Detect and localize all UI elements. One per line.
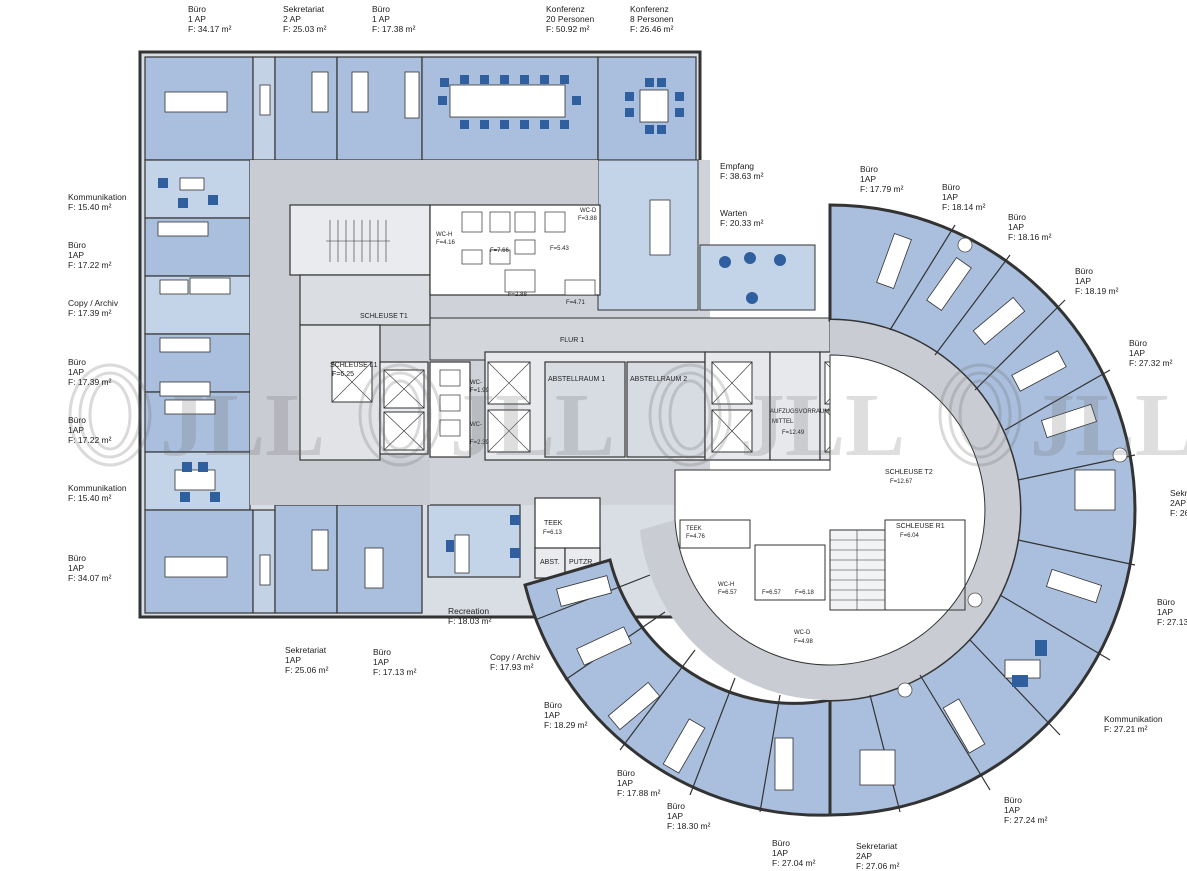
label-wc-l-b: WC- <box>470 422 482 428</box>
label-wc-d1-area: F=3.88 <box>578 216 598 222</box>
label-wc-h1-area: F=4.16 <box>436 240 456 246</box>
ring-dividers <box>534 224 1136 813</box>
desks-main <box>157 71 669 589</box>
label-wc-h2: WC-H <box>718 582 734 588</box>
label-schleuse-l1: SCHLEUSE L1 <box>330 362 378 369</box>
label-schleuse-t1: SCHLEUSE T1 <box>360 313 408 320</box>
chairs-ring <box>1012 640 1047 687</box>
label-wc-h1: WC-H <box>436 232 452 238</box>
bottom-office-row <box>252 504 521 614</box>
desks-ring <box>556 232 1116 791</box>
label-wc-area-c: F=2.88 <box>508 292 528 298</box>
label-teek-1-area: F=6.13 <box>543 530 563 536</box>
label-wc-l-a: WC- <box>470 380 482 386</box>
top-office-row <box>144 56 697 161</box>
reception-area <box>597 159 816 311</box>
label-schleuse-t2-area: F=12.67 <box>890 479 913 485</box>
ring-stairs <box>829 529 886 611</box>
label-wc-area-e: F=6.57 <box>762 590 782 596</box>
label-schleuse-r1-area: F=6.04 <box>900 533 920 539</box>
label-schleuse-l1-area: F=6.25 <box>332 371 354 378</box>
label-schleuse-t2: SCHLEUSE T2 <box>885 469 933 476</box>
label-teek-2-area: F=4.76 <box>686 534 706 540</box>
label-putzr: PUTZR <box>569 559 592 566</box>
label-abstellraum-1: ABSTELLRAUM 1 <box>548 376 605 383</box>
label-schleuse-r1: SCHLEUSE R1 <box>896 523 945 530</box>
columns <box>897 237 1128 698</box>
chairs-main <box>158 75 684 558</box>
label-flur-1: FLUR 1 <box>560 337 584 344</box>
label-aufzug: AUFZUGSVORRAUM <box>770 409 829 415</box>
label-wc-area-a: F=7.66 <box>490 248 510 254</box>
label-aufzug-area: F=12.49 <box>782 430 805 436</box>
inner-labels: SCHLEUSE T1 FLUR 1 ABSTELLRAUM 1 ABSTELL… <box>330 208 945 645</box>
label-wc-area-b: F=5.43 <box>550 246 570 252</box>
label-wc-l-area-b: F=2.39 <box>470 440 490 446</box>
label-wc-area-d: F=4.71 <box>566 300 586 306</box>
label-wc-d2-area: F=4.98 <box>794 639 814 645</box>
ring-core-rooms <box>679 519 966 611</box>
label-teek-1: TEEK <box>544 520 563 527</box>
label-wc-l-area-a: F=1.99 <box>470 388 490 394</box>
label-wc-h2-area: F=6.57 <box>718 590 738 596</box>
label-wc-area-f: F=6.18 <box>795 590 815 596</box>
label-abst: ABST. <box>540 559 560 566</box>
label-abstellraum-2: ABSTELLRAUM 2 <box>630 376 687 383</box>
label-aufzug-sub: MITTEL <box>772 419 794 425</box>
label-teek-2: TEEK <box>686 526 702 532</box>
label-wc-d1: WC-D <box>580 208 597 214</box>
label-wc-d2: WC-D <box>794 630 811 636</box>
